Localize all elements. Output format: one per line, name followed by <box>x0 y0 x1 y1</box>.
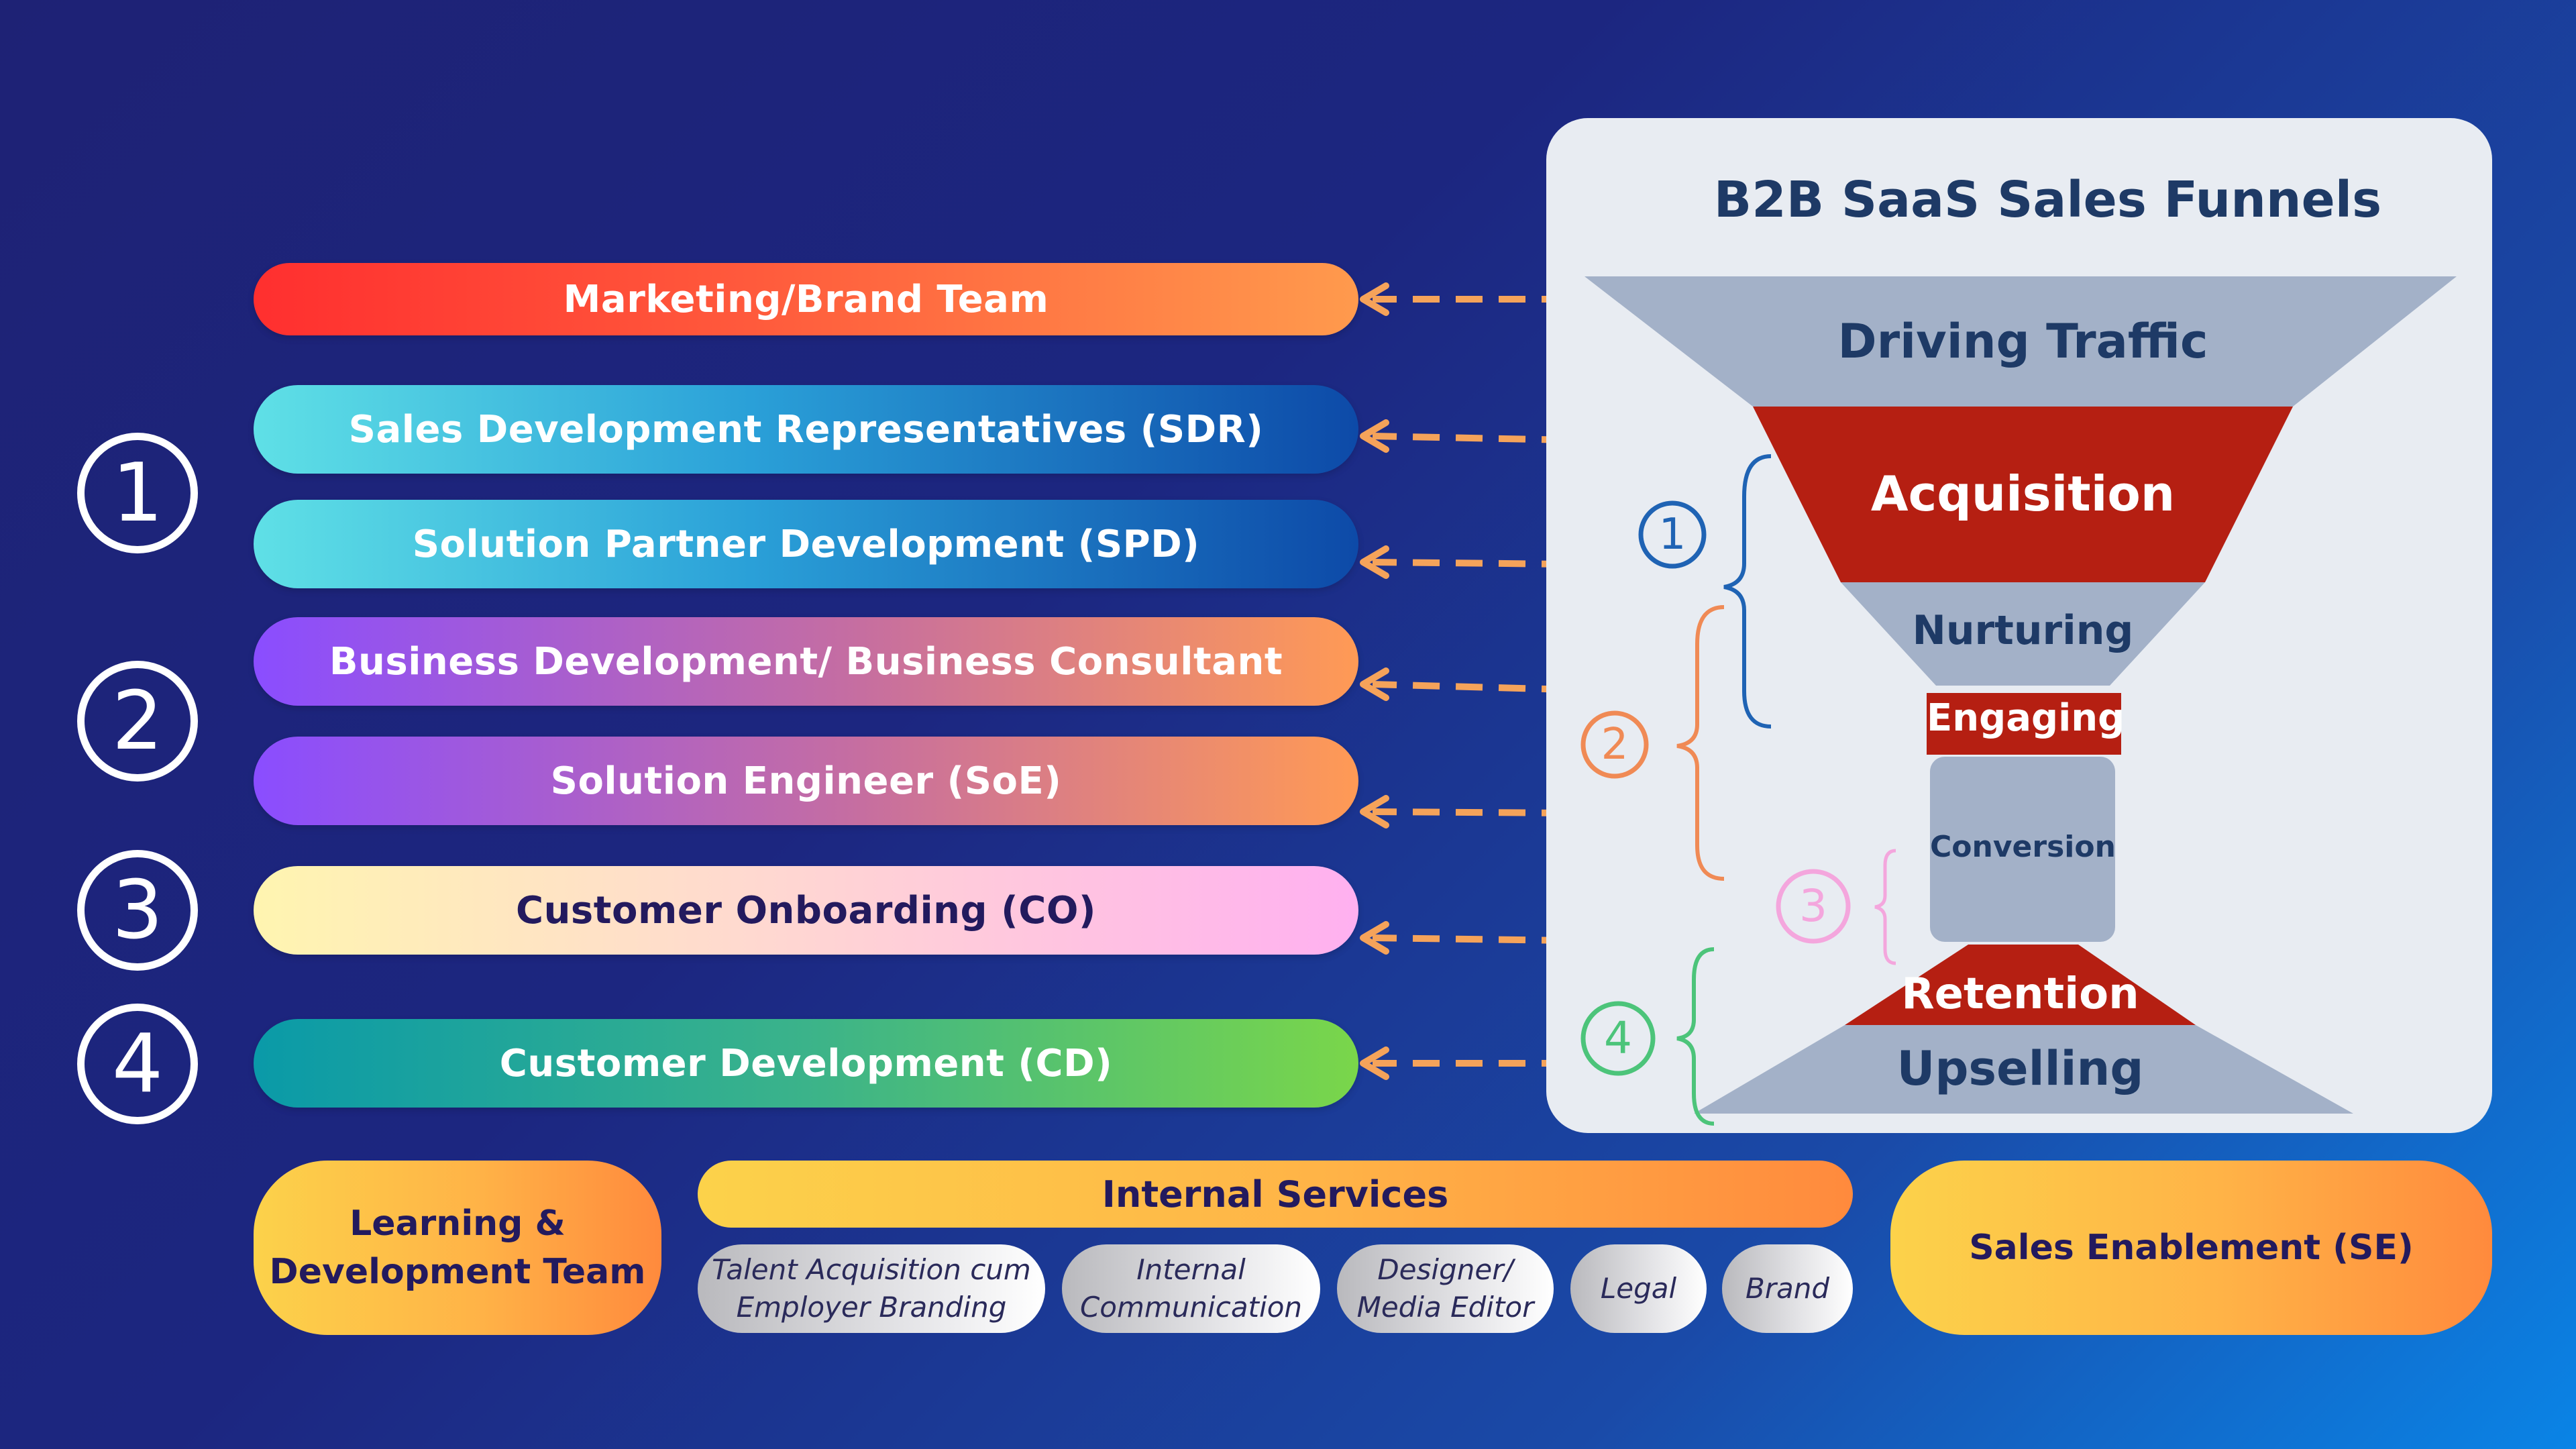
bracket-number-2: 2 <box>1601 720 1629 769</box>
stage-number-1: 1 <box>77 433 198 553</box>
arrow-bd <box>1372 681 1569 693</box>
bracket-4 <box>1676 947 1715 1126</box>
internal-services-label: Internal Services <box>1102 1173 1449 1216</box>
team-customer-development-label: Customer Development (CD) <box>499 1041 1113 1085</box>
team-marketing-brand-label: Marketing/Brand Team <box>563 277 1049 321</box>
stage-number-4: 4 <box>77 1004 198 1124</box>
funnel-stage-nurturing <box>1841 582 2205 686</box>
bracket-3 <box>1874 849 1896 965</box>
funnel-stage-conversion <box>1930 757 2115 942</box>
stage-number-4-text: 4 <box>111 1017 164 1111</box>
funnel-label-conversion: Conversion <box>1930 830 2116 864</box>
learning-development-label: Learning & Development Team <box>269 1203 646 1292</box>
learning-development-card: Learning & Development Team <box>254 1161 661 1335</box>
team-spd: Solution Partner Development (SPD) <box>254 500 1358 588</box>
funnel-label-engaging: Engaging <box>1927 696 2125 740</box>
team-customer-development: Customer Development (CD) <box>254 1019 1358 1108</box>
funnel-stage-upselling <box>1694 1025 2353 1114</box>
bracket-circle-3 <box>1776 869 1851 944</box>
funnel-label-upselling: Upselling <box>1896 1041 2144 1096</box>
bracket-circle-4 <box>1580 1001 1656 1076</box>
bracket-number-4: 4 <box>1604 1012 1632 1064</box>
stage-number-2-text: 2 <box>111 674 164 768</box>
funnel-label-nurturing: Nurturing <box>1912 607 2134 654</box>
team-marketing-brand: Marketing/Brand Team <box>254 263 1358 335</box>
funnel-stage-acquisition <box>1753 407 2293 582</box>
team-business-development: Business Development/ Business Consultan… <box>254 617 1358 706</box>
team-customer-onboarding-label: Customer Onboarding (CO) <box>515 888 1097 932</box>
team-spd-label: Solution Partner Development (SPD) <box>412 522 1200 566</box>
bracket-1 <box>1723 454 1772 729</box>
chip-internal-communication-label: Internal Communication <box>1079 1253 1303 1324</box>
bracket-number-3: 3 <box>1799 880 1827 932</box>
team-business-development-label: Business Development/ Business Consultan… <box>329 639 1283 684</box>
sales-enablement-card: Sales Enablement (SE) <box>1890 1161 2492 1335</box>
chip-designer-media-editor: Designer/ Media Editor <box>1337 1244 1554 1333</box>
chip-talent-acquisition-label: Talent Acquisition cum Employer Branding <box>712 1253 1031 1324</box>
chip-talent-acquisition: Talent Acquisition cum Employer Branding <box>698 1244 1045 1333</box>
sales-enablement-label: Sales Enablement (SE) <box>1969 1228 2414 1268</box>
arrow-spd <box>1372 559 1569 568</box>
funnel-label-acquisition: Acquisition <box>1870 466 2176 522</box>
internal-services-bar: Internal Services <box>698 1161 1853 1228</box>
team-solution-engineer-label: Solution Engineer (SoE) <box>550 759 1062 803</box>
bracket-number-1: 1 <box>1658 510 1686 559</box>
arrow-sdr <box>1372 433 1569 443</box>
funnel-stage-engaging <box>1927 693 2121 755</box>
funnel-label-driving-traffic: Driving Traffic <box>1837 314 2208 369</box>
funnel-title: B2B SaaS Sales Funnels <box>1713 171 2382 229</box>
team-solution-engineer: Solution Engineer (SoE) <box>254 737 1358 825</box>
stage-number-1-text: 1 <box>111 446 164 540</box>
chip-designer-media-editor-label: Designer/ Media Editor <box>1356 1253 1534 1324</box>
funnel-stage-retention <box>1845 945 2196 1025</box>
stage-number-3: 3 <box>77 850 198 971</box>
team-sdr: Sales Development Representatives (SDR) <box>254 385 1358 474</box>
team-sdr-label: Sales Development Representatives (SDR) <box>348 407 1264 451</box>
chip-brand: Brand <box>1722 1244 1853 1333</box>
stage-number-2: 2 <box>77 661 198 782</box>
arrow-co <box>1372 934 1569 944</box>
bracket-2 <box>1676 605 1725 881</box>
bracket-circle-1 <box>1638 500 1707 569</box>
chip-legal: Legal <box>1570 1244 1707 1333</box>
chip-internal-communication: Internal Communication <box>1062 1244 1320 1333</box>
team-customer-onboarding: Customer Onboarding (CO) <box>254 866 1358 955</box>
stage-number-3-text: 3 <box>111 863 164 957</box>
arrow-soe <box>1372 808 1569 816</box>
chip-legal-label: Legal <box>1600 1272 1677 1305</box>
bracket-circle-2 <box>1580 710 1649 779</box>
chip-brand-label: Brand <box>1745 1272 1830 1305</box>
funnel-stage-driving-traffic <box>1585 276 2457 407</box>
funnel-label-retention: Retention <box>1901 969 2139 1019</box>
